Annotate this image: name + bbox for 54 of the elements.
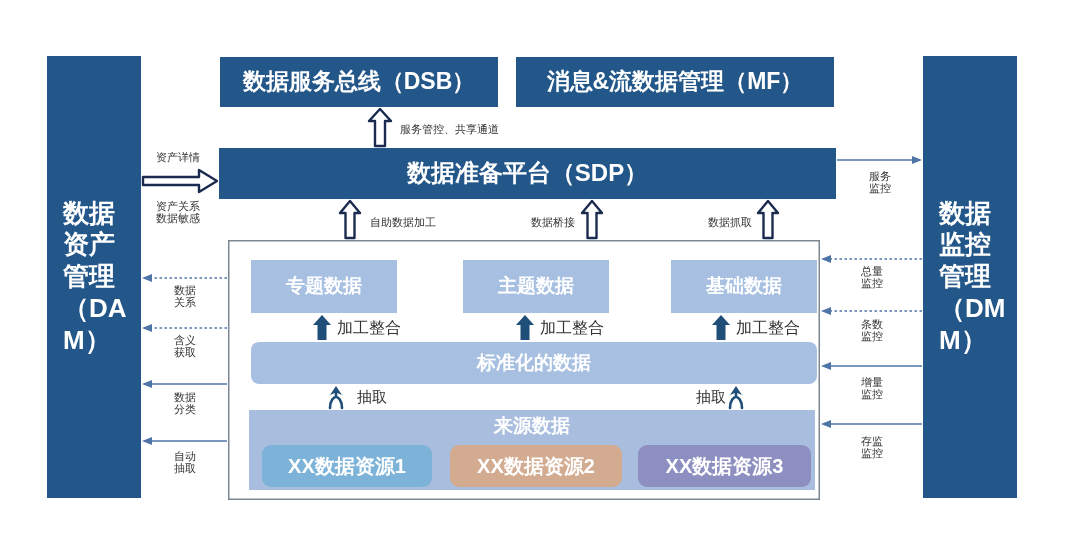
edge-label: 抽取 bbox=[696, 388, 726, 406]
layer-box: 数据准备平台（SDP） bbox=[219, 148, 836, 199]
edge-label: 服务监控 bbox=[868, 170, 892, 195]
fork-arrow bbox=[728, 386, 744, 410]
edge-label: 自助数据加工 bbox=[370, 216, 436, 229]
edge-label: 抽取 bbox=[357, 388, 387, 406]
block-arrow bbox=[313, 315, 331, 340]
arrow-caption: 资产关系数据敏感 bbox=[155, 200, 201, 225]
fork-arrow bbox=[328, 386, 344, 410]
outline-arrow bbox=[338, 199, 362, 240]
arrow bbox=[821, 255, 923, 263]
edge-label: 资产详情 bbox=[156, 151, 200, 164]
data-band: 标准化的数据 bbox=[251, 342, 817, 384]
source-box: XX数据资源2 bbox=[450, 445, 622, 487]
data-box: 主题数据 bbox=[463, 260, 609, 313]
data-box: 专题数据 bbox=[251, 260, 397, 313]
edge-label: 存监监控 bbox=[860, 435, 884, 460]
edge-label: 加工整合 bbox=[337, 318, 401, 338]
edge-label: 数据分类 bbox=[173, 391, 197, 416]
block-arrow bbox=[516, 315, 534, 340]
arrow bbox=[142, 324, 228, 332]
data-box: 基础数据 bbox=[671, 260, 817, 313]
layer-box: 数据服务总线（DSB） bbox=[220, 57, 498, 107]
edge-label: 加工整合 bbox=[540, 318, 604, 338]
arrow bbox=[142, 380, 228, 388]
outline-arrow bbox=[141, 168, 219, 194]
edge-label: 加工整合 bbox=[736, 318, 800, 338]
outline-arrow bbox=[580, 199, 604, 240]
layer-box: 消息&流数据管理（MF） bbox=[516, 57, 834, 107]
arrow bbox=[821, 362, 923, 370]
source-box: XX数据资源1 bbox=[262, 445, 432, 487]
edge-label: 增量监控 bbox=[860, 376, 884, 401]
arrow bbox=[142, 274, 228, 282]
arrow bbox=[821, 307, 923, 315]
edge-label: 总量监控 bbox=[860, 265, 884, 290]
edge-label: 自动抽取 bbox=[173, 450, 197, 475]
container-frame bbox=[228, 240, 820, 500]
block-arrow bbox=[712, 315, 730, 340]
outline-arrow bbox=[367, 107, 393, 148]
edge-label: 数据关系 bbox=[173, 284, 197, 309]
arrow bbox=[836, 156, 922, 164]
edge-label: 数据抓取 bbox=[708, 216, 752, 229]
source-band bbox=[249, 410, 815, 490]
outline-arrow bbox=[756, 199, 780, 240]
edge-label: 服务管控、共享通道 bbox=[400, 123, 499, 136]
vertical-panel: 数据资产管理（DAM） bbox=[47, 56, 141, 498]
source-box: XX数据资源3 bbox=[638, 445, 811, 487]
arrow bbox=[821, 420, 923, 428]
edge-label: 数据桥接 bbox=[531, 216, 575, 229]
band-heading: 来源数据 bbox=[493, 415, 571, 438]
edge-label: 条数监控 bbox=[860, 318, 884, 343]
vertical-panel: 数据监控管理（DMM） bbox=[923, 56, 1017, 498]
arrow bbox=[142, 437, 228, 445]
edge-label: 含义获取 bbox=[173, 334, 197, 359]
